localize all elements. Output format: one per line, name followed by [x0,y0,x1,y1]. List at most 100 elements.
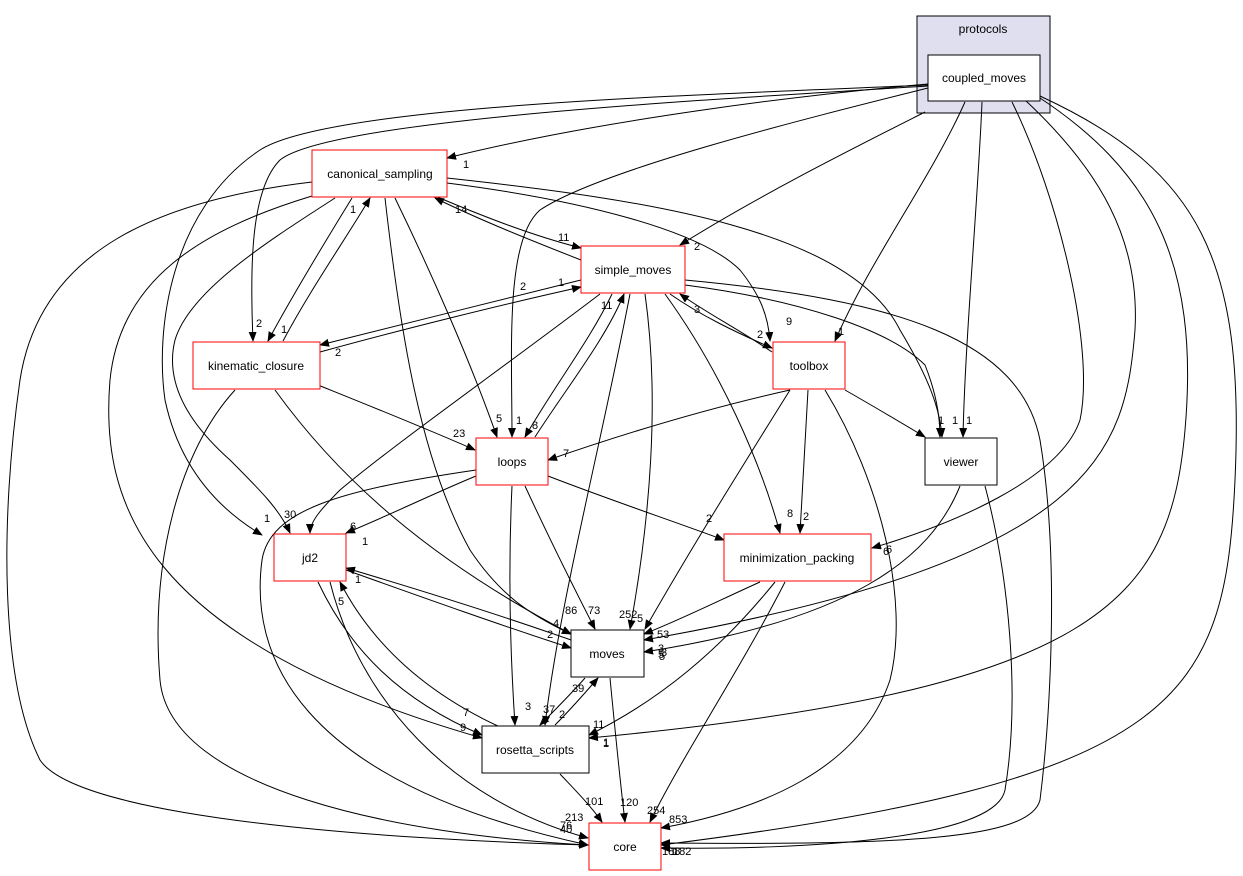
edge-rosetta-moves [554,677,599,726]
edge-coupled-core [660,95,1237,848]
edge-label: 8 [787,508,793,520]
edge-rosetta-core [559,773,603,823]
node-label: loops [498,455,527,469]
edge-label: 2 [757,329,763,341]
node-core[interactable]: core [588,822,662,871]
node-coupled-moves[interactable]: coupled_moves [927,54,1041,102]
node-label: core [613,840,637,854]
edge-label: 1 [362,536,368,548]
edge-label: 6 [886,544,892,556]
edge-minimization-moves [643,581,761,635]
edge-label: 40 [560,824,572,836]
edge-canonical-moves [384,197,572,635]
edge-toolbox-minimization [796,389,809,534]
edge-jd2-moves [345,569,572,650]
edge-coupled-rosetta [588,95,1189,742]
edge-canonical-jd2 [171,197,336,534]
edge-rosetta-jd2 [339,581,501,728]
edge-canonical-viewer [446,177,946,438]
edge-label: 14 [455,204,467,216]
edge-label: 39 [572,683,584,695]
edge-label: 3 [694,304,700,316]
edge-coupled-moves [643,99,1136,643]
node-loops[interactable]: loops [475,437,549,486]
edge-kinematic-moves [274,389,572,635]
edge-label: 254 [647,805,665,817]
edge-moves-rosetta [539,677,586,726]
edge-toolbox-moves [644,389,791,630]
edge-label: 86 [565,605,577,617]
edge-simple-viewer [684,284,944,438]
node-simple-moves[interactable]: simple_moves [580,245,686,294]
edge-coupled-toolbox [834,101,966,342]
edge-label: 1 [281,324,287,336]
edge-simple-minimization [664,293,782,534]
edge-kinematic-loops [317,384,476,451]
edge-canonical-simple [434,195,582,250]
edge-label: 2 [706,513,712,525]
edge-simple-kinematic [319,279,582,347]
edge-label: 76 [560,820,572,832]
edge-coupled-jd2 [161,84,929,536]
edge-label: 101 [585,796,603,808]
edge-viewer-moves [643,485,961,655]
edge-label: 2 [694,241,700,253]
edge-label: 2 [256,318,262,330]
edge-toolbox-core [660,389,897,831]
edge-label: 2 [547,629,553,641]
edge-label: 5 [496,413,502,425]
edge-label: 23 [453,428,465,440]
edge-kinematic-canonical [282,197,371,342]
node-label: viewer [944,455,979,469]
node-canonical-sampling[interactable]: canonical_sampling [311,149,448,198]
edge-canonical-kinematic [267,197,353,342]
edge-label: 11 [601,300,612,312]
node-jd2[interactable]: jd2 [273,533,347,582]
edge-label: 53 [657,629,669,641]
edge-label: 1 [938,415,944,427]
edge-coupled-minimization [871,101,1085,550]
node-moves[interactable]: moves [570,629,645,678]
node-viewer[interactable]: viewer [924,437,998,486]
edge-label: 7 [463,707,469,719]
edge-loops-moves [524,485,596,630]
edge-toolbox-viewer [844,389,926,438]
node-kinematic-closure[interactable]: kinematic_closure [192,341,321,390]
edge-label: 6 [350,521,356,533]
edge-simple-canonical [434,197,582,261]
edge-label: 213 [565,812,583,824]
edge-label: 2 [335,347,341,359]
edge-simple-core [660,279,1053,848]
edge-minimization-core [649,581,786,823]
edge-label: 2 [520,281,526,293]
edge-label: 1 [350,204,356,216]
node-minimization-packing[interactable]: minimization_packing [723,533,872,582]
edge-label: 73 [588,605,600,617]
edge-coupled-kinematic [248,85,929,342]
node-label: rosetta_scripts [496,743,574,757]
node-rosetta-scripts[interactable]: rosetta_scripts [481,725,590,774]
edge-coupled-simple [679,111,926,246]
edge-loops-rosetta [509,485,519,726]
edge-label: 3 [661,647,667,659]
node-label: moves [589,647,624,661]
node-label: canonical_sampling [327,167,432,181]
edge-label: 4 [553,618,559,630]
cluster-label: protocols [959,22,1008,36]
edge-label: 1 [516,415,522,427]
edge-label: 7 [563,448,569,460]
node-toolbox[interactable]: toolbox [772,341,846,390]
edges [6,83,1237,853]
edge-label: 11 [558,232,569,244]
edge-label: 37 [543,704,555,716]
edge-label: 11 [593,719,604,731]
edge-label: 5 [338,596,344,608]
edge-simple-rosetta [542,293,631,726]
edge-coupled-loops [507,87,929,438]
edge-label: 8 [532,420,538,432]
node-label: jd2 [301,551,318,565]
edge-viewer-core [660,485,1013,853]
edge-label: 853 [669,814,687,826]
edge-label: 1 [952,415,958,427]
edge-canonical-rosetta [108,195,483,740]
